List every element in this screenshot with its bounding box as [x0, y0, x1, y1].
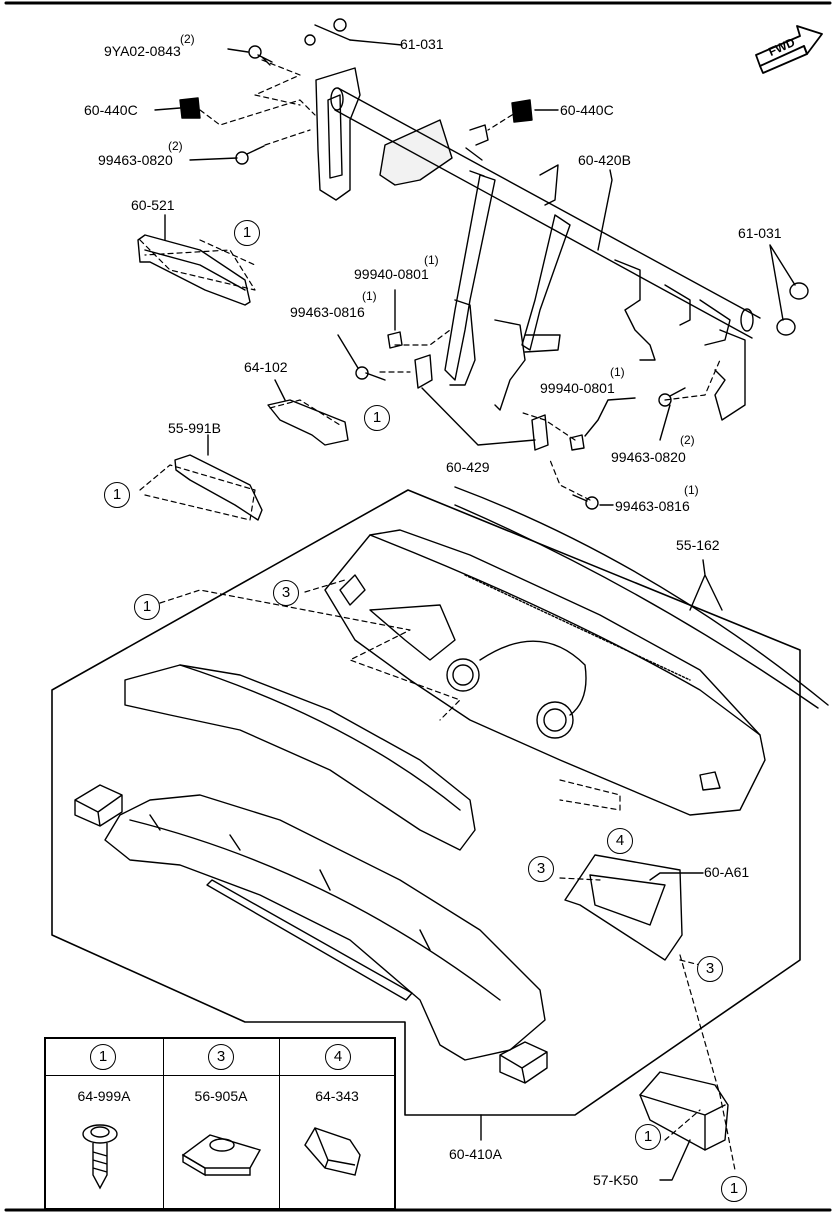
nut-99940-top-icon — [387, 331, 403, 349]
bracket-55-991b — [174, 454, 263, 521]
qty-99463-0816-bottom: (1) — [684, 483, 699, 497]
cap-61-031-right-icon — [776, 282, 809, 336]
legend-callout-4: 4 — [325, 1044, 351, 1070]
molding-55-162 — [454, 486, 829, 709]
callout-1: 1 — [234, 220, 260, 246]
qty-99463-0816-top: (1) — [362, 289, 377, 303]
label-99463-0820-right: 99463-0820 — [611, 449, 686, 465]
label-99463-0816-top: 99463-0816 — [290, 304, 365, 320]
qty-99463-0820-left: (2) — [168, 139, 183, 153]
callout-1: 1 — [364, 405, 390, 431]
callout-1: 1 — [721, 1176, 747, 1202]
qty-9ya02: (2) — [180, 32, 195, 46]
foam-pad-right — [499, 1041, 548, 1084]
sealing-strip — [206, 879, 413, 1001]
bolt-99463-0816-top-icon — [355, 366, 386, 381]
nut-61-031-icon — [304, 18, 347, 46]
legend-header-divider — [46, 1075, 394, 1076]
label-60-410a: 60-410A — [449, 1146, 502, 1162]
cross-member-60-420b — [315, 67, 761, 421]
bracket-64-102 — [267, 399, 349, 446]
callout-4: 4 — [607, 828, 633, 854]
bolt-99463-0820-left-icon — [235, 145, 265, 165]
callout-1: 1 — [104, 482, 130, 508]
label-64-102: 64-102 — [244, 359, 288, 375]
callout-1: 1 — [635, 1124, 661, 1150]
dashboard-lower-structure — [104, 664, 546, 1061]
label-61-031-top: 61-031 — [400, 36, 444, 52]
fwd-arrow-icon — [755, 25, 823, 74]
callout-3: 3 — [273, 580, 299, 606]
legend-column-1 — [46, 1039, 164, 1208]
label-61-031-right: 61-031 — [738, 225, 782, 241]
label-55-162: 55-162 — [676, 537, 720, 553]
qty-99940-mid: (1) — [610, 365, 625, 379]
bolt-99463-0820-right-icon — [658, 387, 686, 407]
qty-99463-0820-right: (2) — [680, 433, 695, 447]
label-9ya02-0843: 9YA02-0843 — [104, 43, 181, 59]
clip-icon — [304, 1127, 361, 1176]
label-99940-0801-top: 99940-0801 — [354, 266, 429, 282]
label-60-521: 60-521 — [131, 197, 175, 213]
label-99463-0820-left: 99463-0820 — [98, 152, 173, 168]
legend-callout-3: 3 — [208, 1044, 234, 1070]
clip-nut-icon — [181, 1134, 262, 1177]
clip-60-440c-left-icon — [179, 97, 201, 119]
label-55-991b: 55-991B — [168, 420, 221, 436]
nut-99940-mid-icon — [569, 434, 585, 451]
legend-table: 1 3 4 64-999A 56-905A 64-343 — [44, 1037, 396, 1210]
label-60-a61: 60-A61 — [704, 864, 750, 880]
legend-part-56-905a: 56-905A — [194, 1088, 248, 1104]
qty-99940-top: (1) — [424, 253, 439, 267]
label-60-440c-right: 60-440C — [560, 102, 614, 118]
airbag-57-k50 — [639, 1071, 729, 1151]
bolt-99463-0816-bottom-icon — [572, 494, 599, 510]
glove-box-60-a61 — [564, 854, 683, 961]
clip-60-440c-right-icon — [511, 99, 533, 123]
screw-icon — [82, 1124, 118, 1190]
callout-1: 1 — [134, 594, 160, 620]
bracket-60-521 — [137, 234, 251, 306]
legend-column-3 — [163, 1039, 280, 1208]
bracket-60-429 — [414, 354, 549, 451]
legend-part-64-999a: 64-999A — [77, 1088, 131, 1104]
label-99940-0801-mid: 99940-0801 — [540, 380, 615, 396]
label-99463-0816-bottom: 99463-0816 — [615, 498, 690, 514]
label-60-429: 60-429 — [446, 459, 490, 475]
callout-3: 3 — [697, 956, 723, 982]
label-60-420b: 60-420B — [578, 152, 631, 168]
label-57-k50: 57-K50 — [593, 1172, 639, 1188]
foam-pad-left — [74, 784, 123, 827]
legend-part-64-343: 64-343 — [315, 1088, 359, 1104]
callout-3: 3 — [528, 856, 554, 882]
label-60-440c-left: 60-440C — [84, 102, 138, 118]
legend-callout-1: 1 — [90, 1044, 116, 1070]
dashboard-upper-panel — [324, 529, 766, 816]
bolt-9ya02-icon — [248, 45, 273, 66]
